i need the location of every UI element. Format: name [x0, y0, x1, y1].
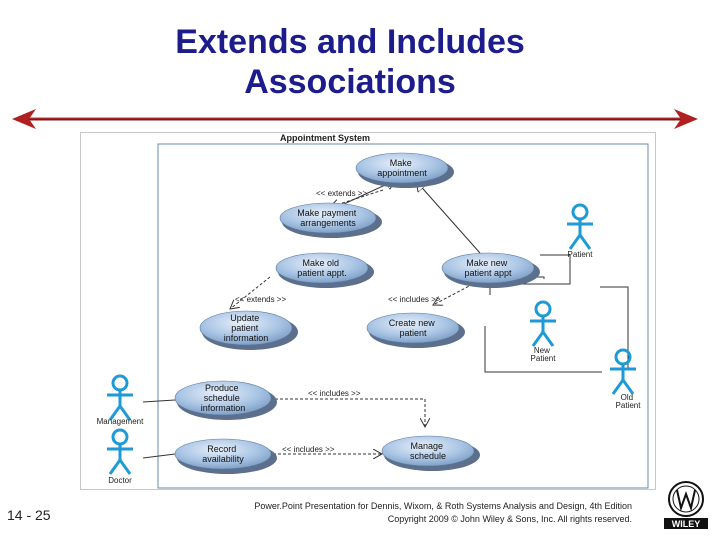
use-case-label-line: Record — [207, 444, 236, 454]
svg-text:Make appointment: Make appointment — [377, 158, 427, 178]
actor-label-management: Management — [97, 417, 144, 426]
use-case-label-line: patient — [399, 328, 427, 338]
use-case-label-line: schedule — [410, 451, 446, 461]
svg-text:Produce schedule i: Produce schedule information — [201, 383, 246, 413]
use-case-make-appointment: Make appointment — [355, 152, 454, 188]
footer-line-2: Copyright 2009 © John Wiley & Sons, Inc.… — [387, 514, 632, 524]
right-arrowhead — [674, 109, 698, 129]
use-case-label-line: appointment — [377, 168, 427, 178]
svg-text:New Patient: New Patient — [531, 346, 557, 363]
title-line-1: Extends and Includes — [175, 23, 525, 61]
slide-number: 14 - 25 — [7, 507, 51, 523]
double-arrow-divider — [12, 109, 698, 129]
use-case-label-line: Make — [390, 158, 412, 168]
wiley-logo-text: WILEY — [672, 519, 701, 529]
svg-text:Manage schedule: Manage schedule — [410, 441, 446, 461]
use-case-label-line: Create new — [389, 318, 436, 328]
actor-patient-icon — [567, 203, 593, 250]
footer-text: Power.Point Presentation for Dennis, Wix… — [200, 500, 632, 526]
use-case-label-line: schedule — [204, 393, 240, 403]
use-case-manage-schedule: Manage schedule — [381, 435, 480, 471]
use-case-label-line: patient — [231, 323, 259, 333]
svg-text:Create new patient: Create new patient — [389, 318, 438, 338]
use-case-label-line: information — [201, 403, 246, 413]
includes-label-record: << includes >> — [282, 445, 335, 454]
includes-label-produce: << includes >> — [308, 389, 361, 398]
svg-text:Old Patient: Old Patient — [616, 393, 642, 410]
svg-text:Record availability: Record availability — [202, 444, 244, 464]
use-case-label-line: availability — [202, 454, 244, 464]
use-case-label-line: arrangements — [300, 218, 356, 228]
system-boundary-label: Appointment System — [280, 133, 370, 143]
actor-new-patient-icon — [530, 300, 556, 347]
footer-line-1: Power.Point Presentation for Dennis, Wix… — [254, 501, 632, 511]
actor-label-patient: Patient — [568, 250, 594, 259]
actor-label-line: Patient — [616, 401, 642, 410]
use-case-diagram: Appointment System << extends >> << exte… — [80, 132, 656, 490]
use-case-record-availability: Record availability — [174, 438, 277, 474]
actor-doctor-icon — [107, 428, 133, 475]
use-case-label-line: Update — [230, 313, 259, 323]
wiley-logo-icon: WILEY — [664, 481, 708, 529]
use-case-make-new-patient-appt: Make new patient appt — [441, 252, 540, 288]
svg-text:Make payment arrangement: Make payment arrangements — [297, 208, 359, 228]
includes-label-mid: << includes >> — [388, 295, 441, 304]
use-case-label-line: patient appt — [464, 268, 512, 278]
svg-text:Make old patient appt.: Make old patient appt. — [297, 258, 347, 278]
slide-title: Extends and Includes Associations — [0, 22, 700, 102]
use-case-update-patient-information: Update patient information — [199, 310, 298, 350]
actor-label-line: New — [534, 346, 550, 355]
extends-label-left: << extends >> — [235, 295, 286, 304]
extends-label-top: << extends >> — [316, 189, 367, 198]
use-case-produce-schedule-information: Produce schedule information — [174, 380, 277, 420]
use-case-label-line: Make old — [302, 258, 339, 268]
left-arrowhead — [12, 109, 36, 129]
use-case-label-line: Make new — [466, 258, 508, 268]
svg-text:Update patient inf: Update patient information — [224, 313, 269, 343]
use-case-label-line: Produce — [205, 383, 239, 393]
svg-text:Make new patient appt: Make new patient appt — [464, 258, 512, 278]
use-case-label-line: patient appt. — [297, 268, 347, 278]
use-case-label-line: Make payment — [297, 208, 357, 218]
actor-label-line: Patient — [531, 354, 557, 363]
use-case-label-line: information — [224, 333, 269, 343]
use-case-make-old-patient-appt: Make old patient appt. — [275, 252, 374, 288]
use-case-label-line: Manage — [410, 441, 443, 451]
title-line-2: Associations — [244, 63, 456, 101]
use-case-make-payment: Make payment arrangements — [279, 202, 382, 238]
actor-label-line: Old — [621, 393, 633, 402]
actor-label-doctor: Doctor — [108, 476, 132, 485]
use-case-create-new-patient: Create new patient — [366, 312, 465, 348]
actor-old-patient-icon — [610, 348, 636, 395]
actor-management-icon — [107, 374, 133, 421]
